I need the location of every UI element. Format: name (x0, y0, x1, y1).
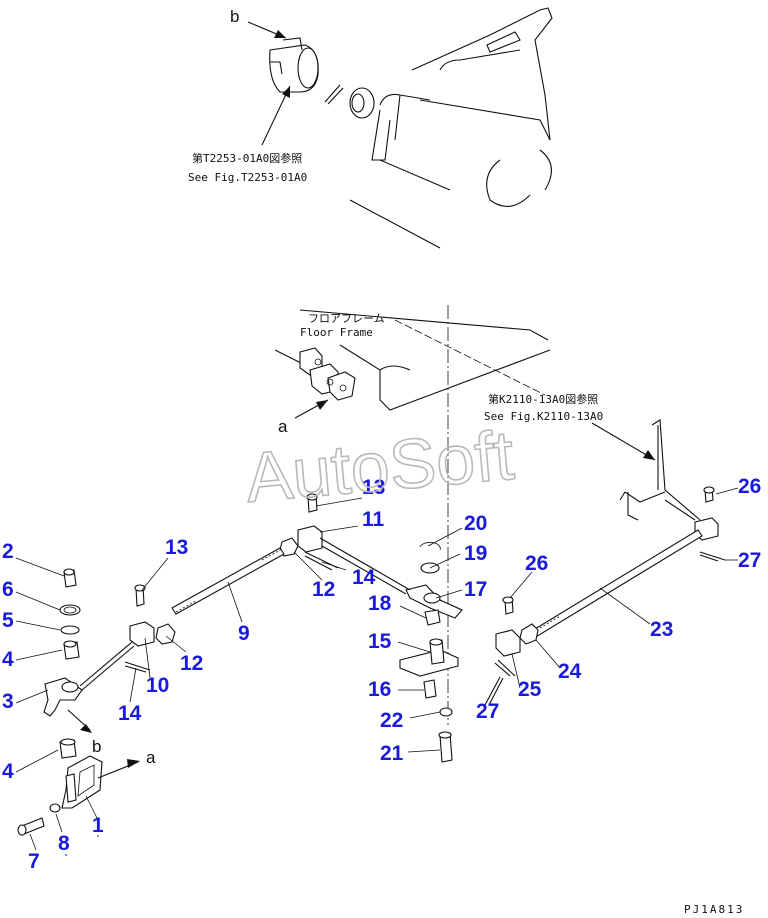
callout-16: 16 (368, 678, 391, 701)
ref-note-2-en: See Fig.K2110-13A0 (484, 410, 603, 423)
callout-15: 15 (368, 630, 392, 653)
callout-6: 6 (2, 578, 14, 601)
callout-13-lower: 13 (165, 536, 188, 559)
callout-26-right: 26 (738, 475, 761, 498)
floor-frame (274, 309, 551, 419)
callout-4-lower: 4 (2, 760, 14, 783)
callout-2: 2 (2, 540, 14, 563)
callout-26-middle: 26 (525, 552, 548, 575)
callout-7: 7 (28, 850, 40, 873)
callout-14-lower: 14 (118, 702, 142, 725)
callout-4-upper: 4 (2, 648, 14, 671)
ref-note-1-en: See Fig.T2253-01A0 (188, 171, 307, 184)
left-lever-group (17, 568, 140, 856)
callout-3: 3 (2, 690, 14, 713)
callout-1: 1 (92, 814, 104, 837)
letter-a-top: a (278, 417, 288, 436)
callout-22: 22 (380, 709, 403, 732)
callout-12-lower: 12 (180, 652, 203, 675)
callout-12-upper: 12 (312, 578, 335, 601)
callout-24: 24 (558, 660, 582, 683)
letter-a-bottom: a (146, 748, 156, 767)
upper-assembly (247, 7, 553, 249)
frame-label-jp: フロアフレーム (308, 312, 385, 325)
callout-17: 17 (464, 578, 487, 601)
ref-note-1-jp: 第T2253-01A0図参照 (192, 151, 302, 165)
callout-19: 19 (464, 542, 487, 565)
right-linkage (591, 419, 726, 562)
callout-13-upper: 13 (362, 476, 385, 499)
callout-14-upper: 14 (352, 566, 376, 589)
leader-lines (15, 487, 739, 851)
drawing-code: PJ1A813 (684, 903, 744, 916)
callout-8: 8 (58, 832, 70, 855)
callout-21: 21 (380, 742, 404, 765)
frame-label-en: Floor Frame (300, 326, 373, 339)
letter-b-top: b (230, 7, 239, 26)
callout-11: 11 (362, 508, 385, 531)
ref-note-2-jp: 第K2110-13A0図参照 (488, 392, 598, 406)
callout-23: 23 (650, 618, 673, 641)
callout-18: 18 (368, 592, 392, 615)
center-parts (399, 541, 463, 763)
letter-b-bottom: b (92, 737, 101, 756)
callout-27-lower: 27 (476, 700, 499, 723)
callout-9: 9 (238, 622, 250, 645)
callout-20: 20 (464, 512, 487, 535)
rod-23 (484, 529, 703, 706)
callout-25: 25 (518, 678, 542, 701)
callouts: 2 6 5 4 3 4 7 8 1 13 9 12 10 14 13 11 14… (2, 475, 761, 873)
callout-27-right: 27 (738, 549, 761, 572)
callout-5: 5 (2, 609, 14, 632)
callout-10: 10 (146, 674, 169, 697)
